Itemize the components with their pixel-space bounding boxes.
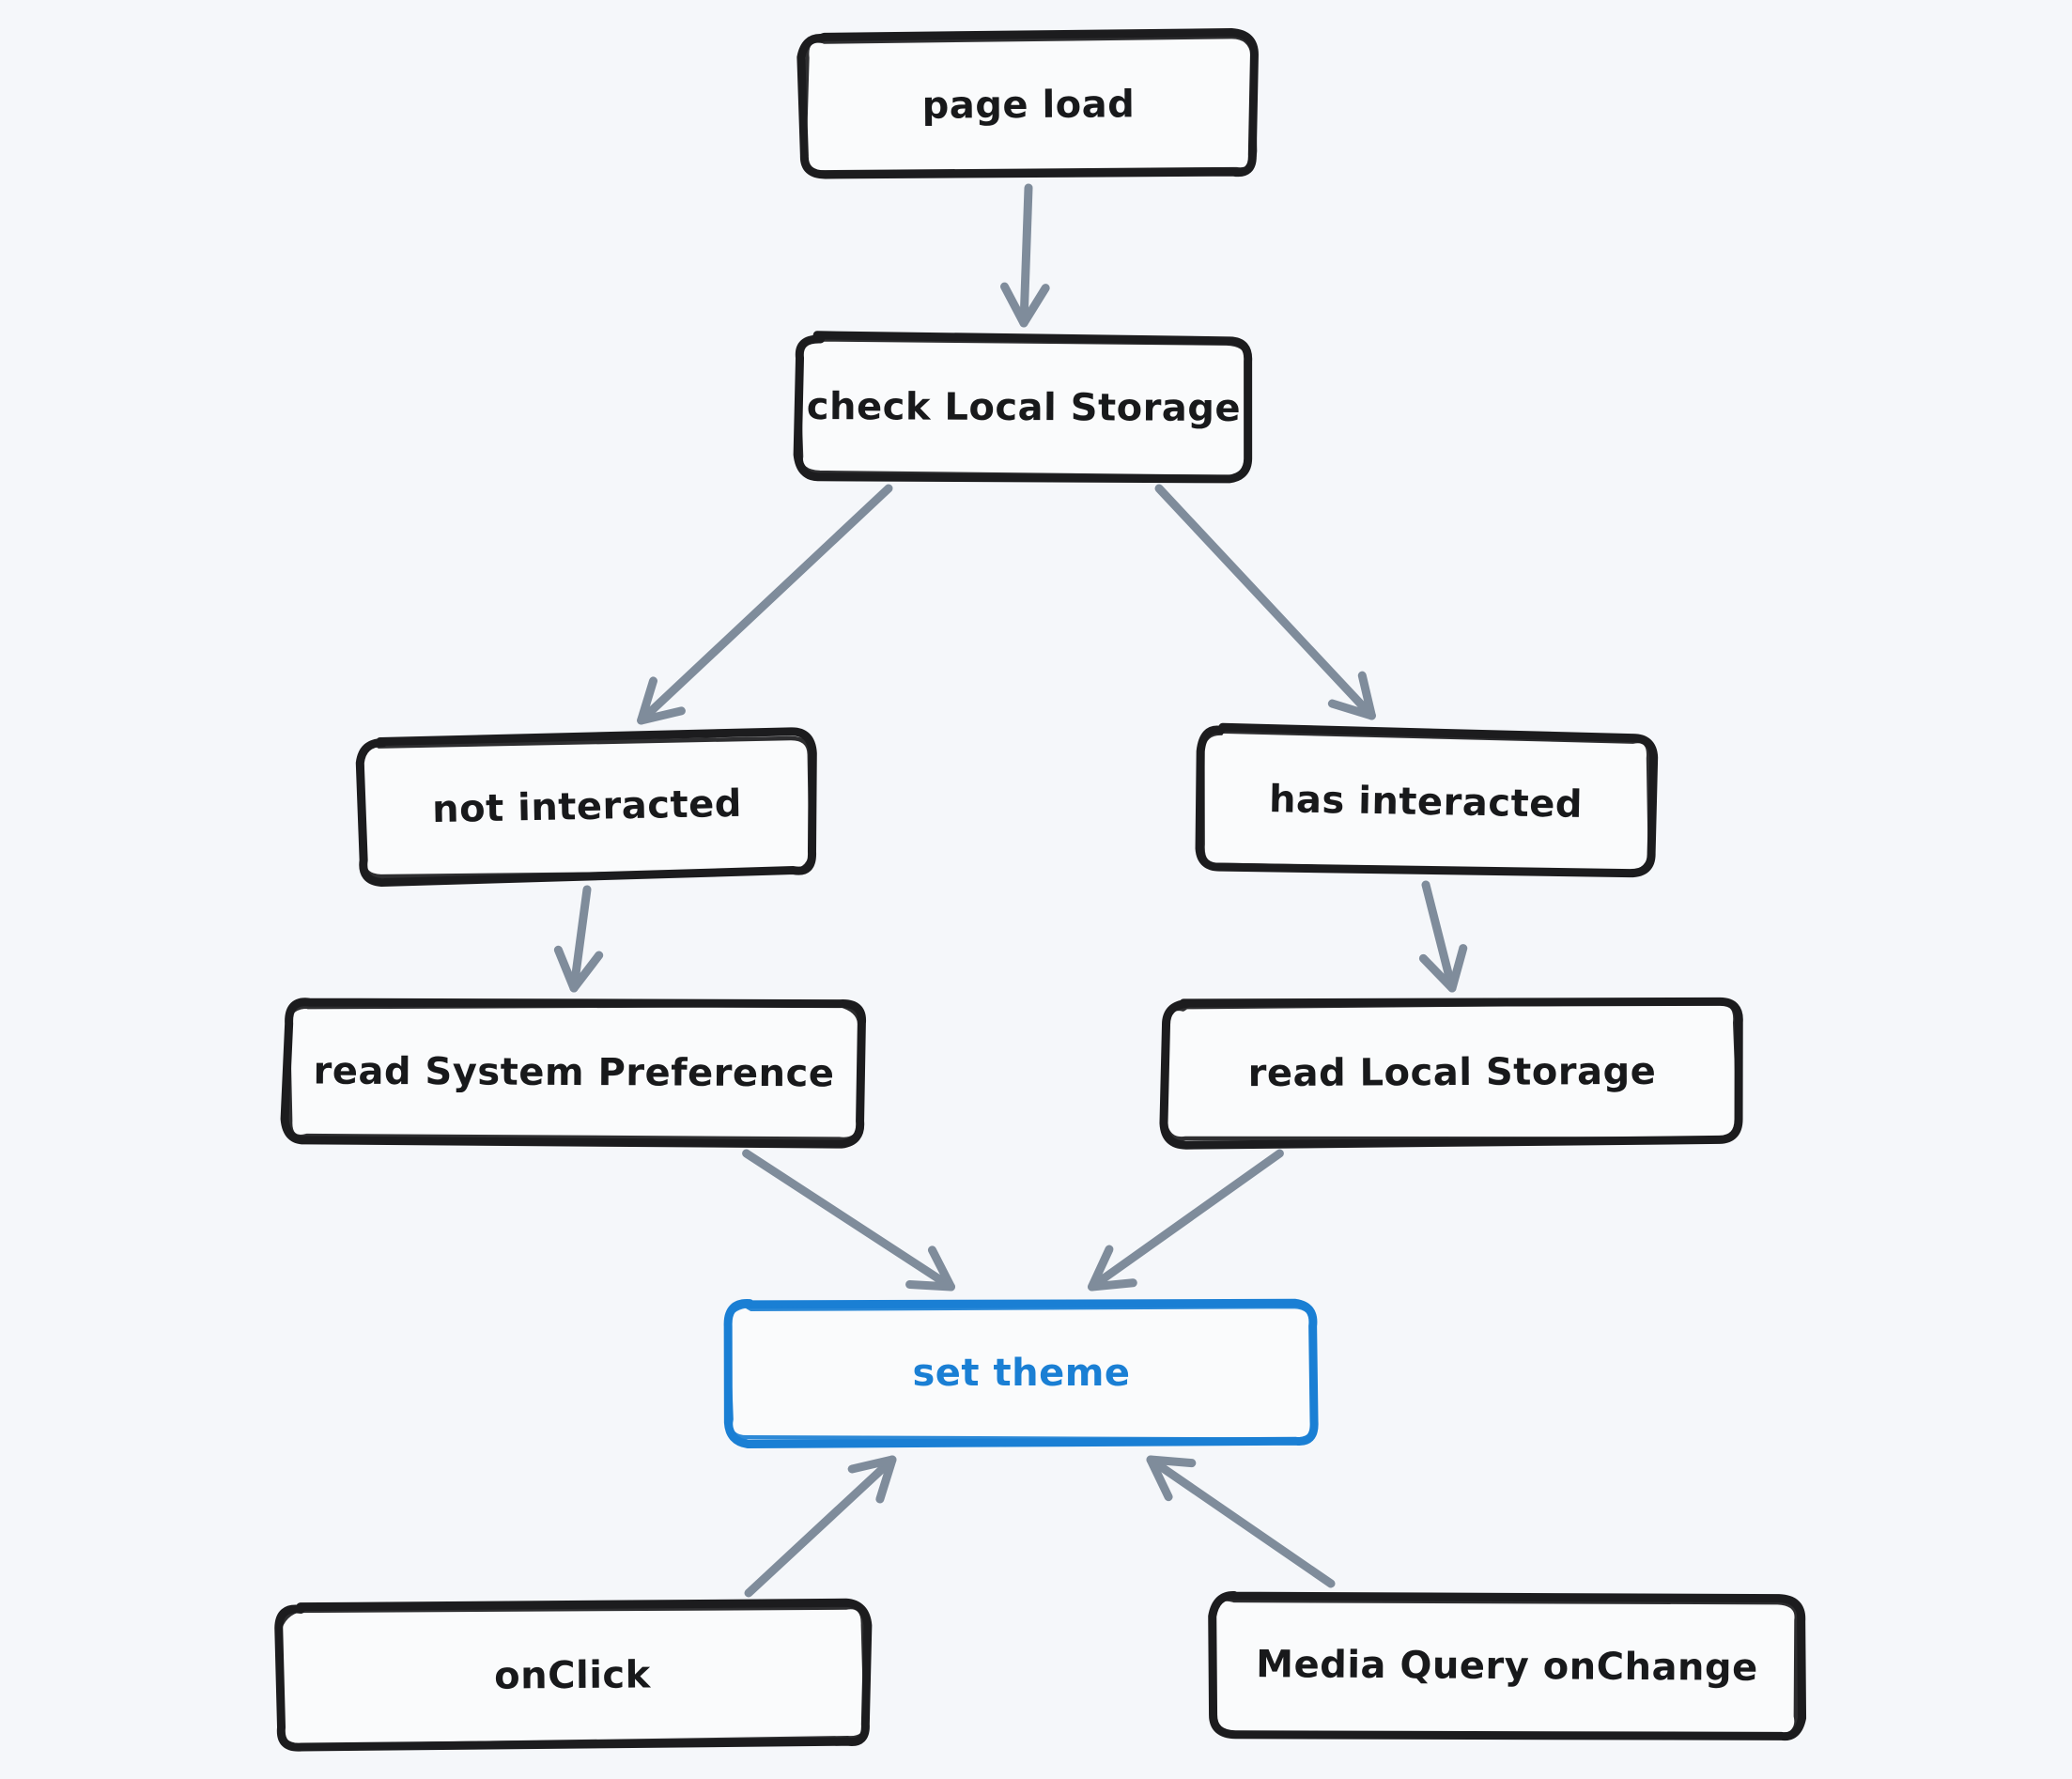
node-label-not-interacted: not interacted bbox=[432, 782, 743, 831]
node-border-sketch-pass bbox=[802, 34, 1258, 175]
edge-arrowhead bbox=[637, 676, 686, 725]
edge-shaft bbox=[1146, 1455, 1336, 1588]
edge-read-system-preference-to-set-theme bbox=[742, 1149, 955, 1292]
edge-shaft bbox=[1019, 183, 1033, 328]
node-label-on-click: onClick bbox=[494, 1653, 652, 1697]
node-border-sketch-pass bbox=[360, 735, 813, 879]
edge-arrowhead bbox=[905, 1245, 955, 1292]
node-border-sketch-pass bbox=[286, 1002, 862, 1142]
edge-arrowhead bbox=[1146, 1455, 1197, 1502]
edge-arrowhead bbox=[999, 282, 1050, 328]
node-border-sketch-pass bbox=[276, 1604, 869, 1748]
edge-shaft bbox=[1154, 484, 1376, 720]
node-set-theme[interactable]: set theme bbox=[723, 1298, 1319, 1448]
edge-shaft bbox=[1088, 1149, 1284, 1292]
edge-arrowhead bbox=[847, 1455, 897, 1504]
node-label-check-local-storage: check Local Storage bbox=[807, 385, 1241, 430]
node-border-sketch-pass bbox=[1211, 1597, 1799, 1740]
node-label-has-interacted: has interacted bbox=[1269, 778, 1584, 827]
node-read-system-preference[interactable]: read System Preference bbox=[280, 998, 866, 1149]
edge-shaft bbox=[569, 885, 592, 993]
edge-arrowhead bbox=[1327, 671, 1376, 720]
node-border-sketch-pass bbox=[795, 337, 1251, 480]
node-label-read-system-preference: read System Preference bbox=[313, 1050, 834, 1096]
edge-shaft bbox=[744, 1455, 897, 1598]
edge-media-query-onchange-to-set-theme bbox=[1146, 1455, 1336, 1588]
node-has-interacted[interactable]: has interacted bbox=[1195, 722, 1659, 878]
edge-on-click-to-set-theme bbox=[744, 1455, 897, 1598]
node-on-click[interactable]: onClick bbox=[274, 1598, 873, 1752]
node-check-local-storage[interactable]: check Local Storage bbox=[793, 331, 1253, 484]
node-page-load[interactable]: page load bbox=[796, 28, 1259, 179]
node-border bbox=[274, 1598, 873, 1752]
node-border-sketch-pass bbox=[725, 1304, 1317, 1442]
node-layer: page load check Local Storage not interact… bbox=[274, 28, 1807, 1752]
node-media-query-onchange[interactable]: Media Query onChange bbox=[1208, 1591, 1807, 1741]
edge-shaft bbox=[742, 1149, 955, 1292]
edge-arrowhead bbox=[553, 945, 604, 993]
edge-has-interacted-to-read-local-storage bbox=[1418, 880, 1468, 993]
node-border bbox=[796, 28, 1259, 179]
node-border-sketch-pass bbox=[1162, 1000, 1741, 1141]
edge-check-local-storage-to-not-interacted bbox=[637, 484, 893, 725]
edge-arrowhead bbox=[1088, 1245, 1137, 1292]
node-not-interacted[interactable]: not interacted bbox=[355, 727, 817, 888]
edge-arrowhead bbox=[1418, 944, 1468, 993]
node-label-set-theme: set theme bbox=[912, 1352, 1130, 1395]
edge-shaft bbox=[637, 484, 893, 725]
node-read-local-storage[interactable]: read Local Storage bbox=[1159, 997, 1743, 1150]
node-label-read-local-storage: read Local Storage bbox=[1248, 1050, 1657, 1095]
node-border-sketch-pass bbox=[1200, 729, 1652, 875]
edge-check-local-storage-to-has-interacted bbox=[1154, 484, 1376, 720]
edge-not-interacted-to-read-system-preference bbox=[553, 885, 604, 993]
node-label-page-load: page load bbox=[922, 83, 1136, 127]
edge-layer bbox=[553, 183, 1468, 1598]
edge-page-load-to-check-local-storage bbox=[999, 183, 1050, 328]
edge-read-local-storage-to-set-theme bbox=[1088, 1149, 1284, 1292]
node-label-media-query-onchange: Media Query onChange bbox=[1256, 1643, 1758, 1690]
edge-shaft bbox=[1421, 880, 1457, 993]
